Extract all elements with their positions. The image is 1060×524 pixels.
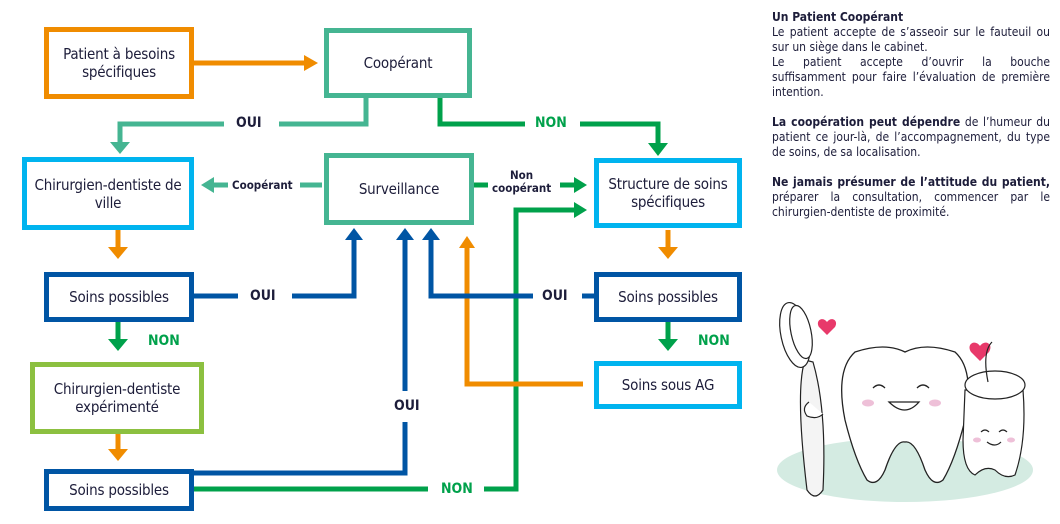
edge-right-soins-oui [422, 228, 596, 299]
info-title: Un Patient Coopérant [772, 10, 904, 24]
edge-left-soins-oui [192, 228, 363, 299]
tooth-icon [841, 346, 969, 484]
label-oui-left: OUI [246, 288, 280, 304]
label-non-cooperant: Non coopérant [488, 169, 556, 195]
heart-icon [969, 342, 991, 361]
info-panel: Un Patient Coopérant Le patient accepte … [772, 10, 1050, 235]
edge-surveillance-non-cooperant [474, 177, 587, 193]
edge-right-soins-non-to-ag [658, 320, 678, 351]
label-oui-top: OUI [232, 115, 266, 131]
edge-cooperant-oui [110, 98, 369, 154]
edge-patient-to-cooperant [194, 55, 318, 71]
node-structure: Structure de soins spécifiques [594, 158, 742, 228]
node-soins-right: Soins possibles [594, 272, 742, 322]
node-surveillance: Surveillance [324, 153, 474, 225]
label-cooperant: Coopérant [228, 179, 297, 192]
toothbrush-icon [779, 301, 825, 497]
node-soins-left-2: Soins possibles [44, 469, 194, 511]
edge-surveillance-cooperant [201, 177, 322, 193]
edge-cdville-to-soins [108, 230, 128, 259]
edge-cdexp-to-soins [108, 432, 128, 461]
edge-bottom-non [192, 202, 587, 492]
connector-lines [108, 55, 678, 492]
node-cd-ville: Chirurgien-dentiste de ville [22, 157, 194, 230]
label-non-top: NON [531, 115, 571, 131]
floss-icon [962, 341, 1026, 478]
edge-cooperant-non [437, 98, 668, 156]
label-non-left: NON [144, 333, 184, 349]
label-non-bottom: NON [437, 481, 477, 497]
info-intro: Un Patient Coopérant Le patient accepte … [772, 10, 1050, 99]
label-non-right: NON [694, 333, 734, 349]
node-soins-ag: Soins sous AG [594, 361, 742, 409]
info-cooperation: La coopération peut dépendre de l’humeur… [772, 115, 1050, 159]
node-patient: Patient à besoins spécifiques [44, 27, 194, 99]
tooth-mascot-illustration [777, 301, 1033, 502]
edge-bottom-soins-oui [192, 228, 414, 476]
edge-soins-non-to-cdexp [108, 320, 128, 351]
node-cooperant: Coopérant [324, 28, 472, 98]
node-soins-left-1: Soins possibles [44, 272, 194, 322]
node-cd-experimente: Chirurgien-dentiste expérimenté [30, 362, 204, 434]
label-oui-right: OUI [538, 288, 572, 304]
label-oui-vertical: OUI [390, 398, 424, 414]
edge-structure-to-soins [658, 230, 678, 259]
edge-ag-to-surveillance [459, 236, 583, 387]
info-advice: Ne jamais présumer de l’attitude du pati… [772, 175, 1050, 219]
heart-icon [817, 319, 837, 335]
